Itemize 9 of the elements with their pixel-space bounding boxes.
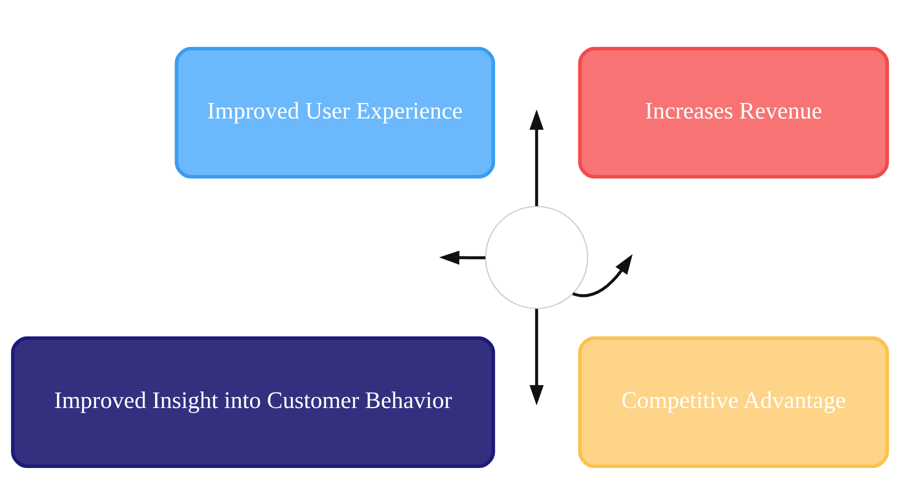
arrow	[530, 110, 544, 206]
arrow	[439, 250, 486, 265]
node-box: Competitive Advantage	[578, 336, 889, 468]
node-box: Improved User Experience	[174, 46, 496, 179]
node-circle	[485, 206, 588, 310]
arrow	[572, 254, 633, 298]
arrow	[530, 308, 544, 406]
node-box: Improved Insight into Customer Behavior	[11, 336, 496, 468]
node-box: Increases Revenue	[578, 46, 889, 179]
